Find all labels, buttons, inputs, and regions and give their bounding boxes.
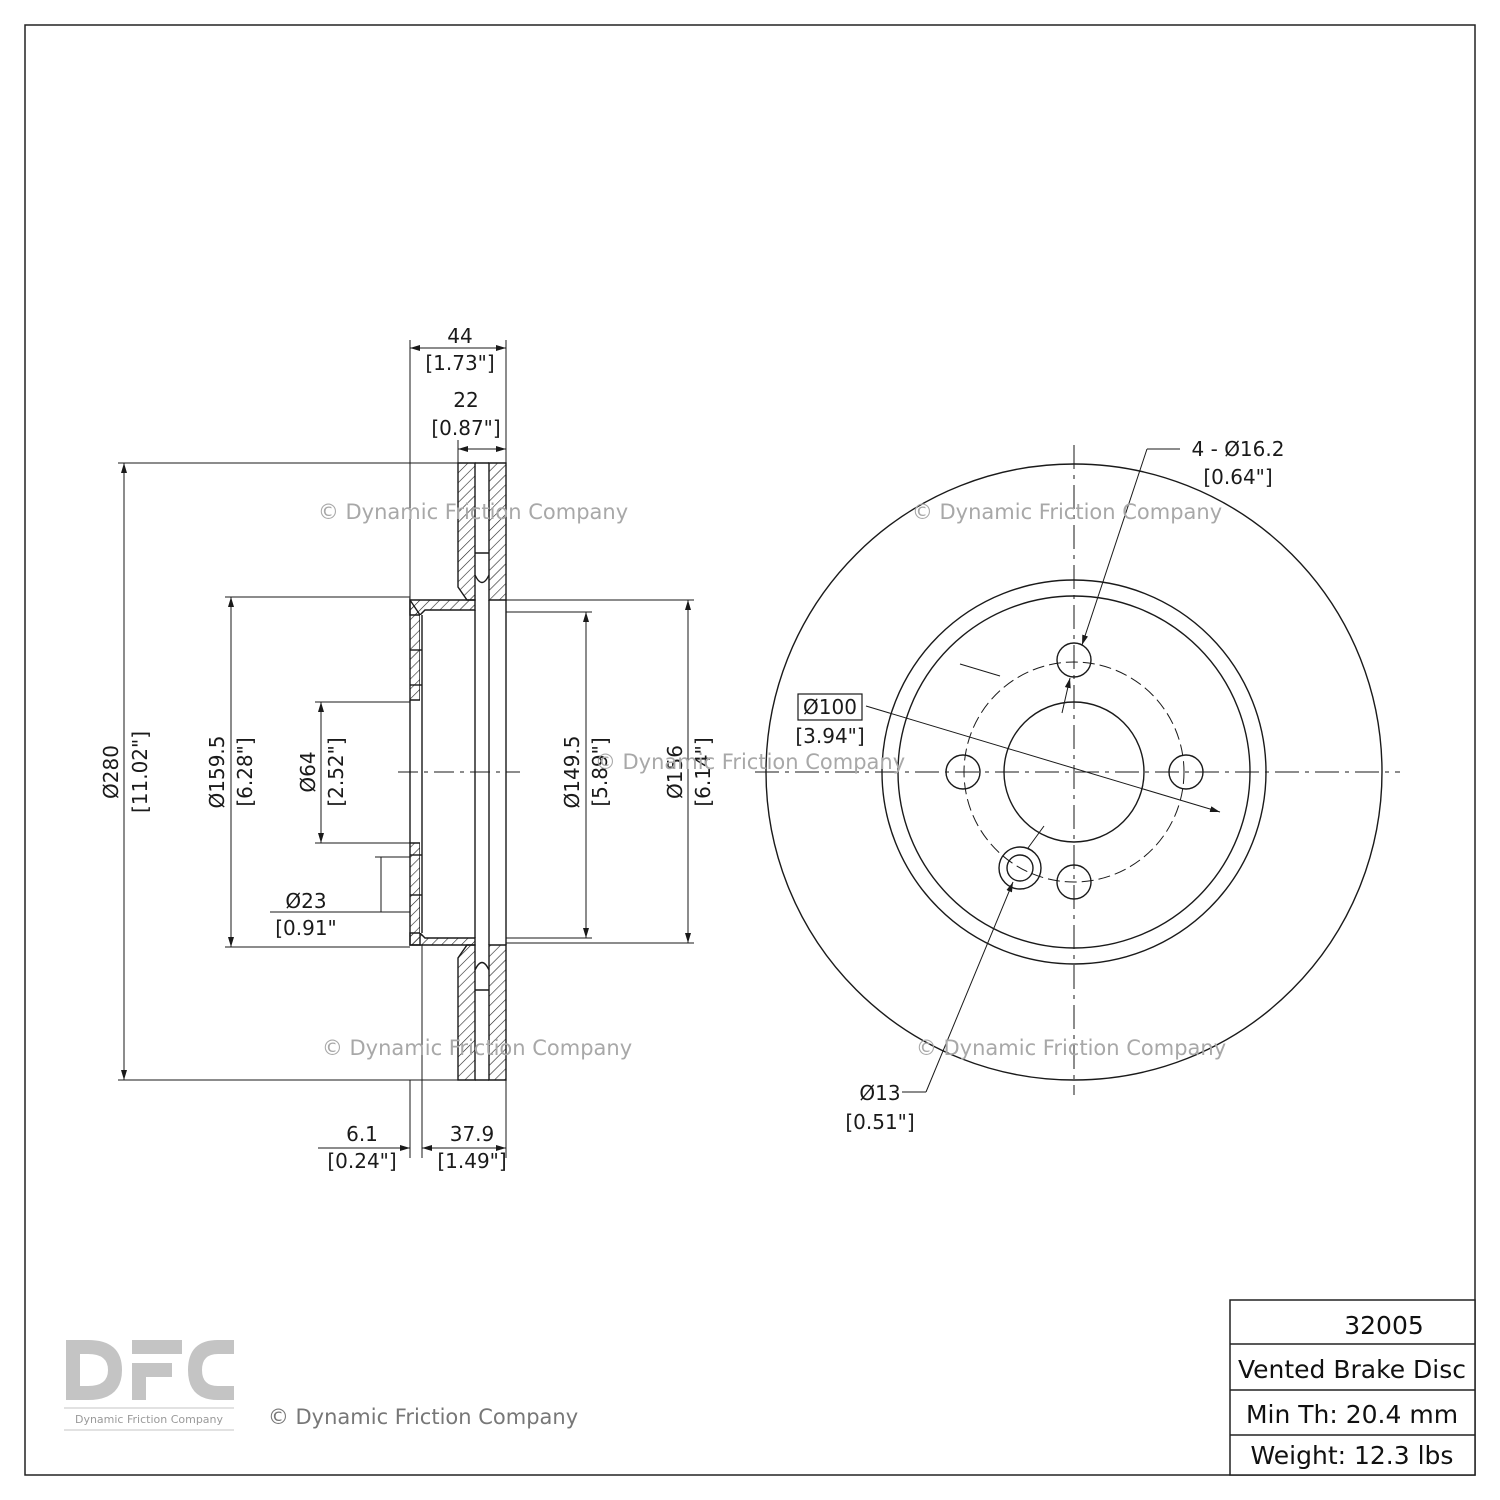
watermark-text: © Dynamic Friction Company [595,750,905,774]
dim-flange-thickness-in: [0.24"] [327,1149,396,1173]
dim-bolt-holes-mm: 4 - Ø16.2 [1192,437,1285,461]
dim-hat-height-mm: 37.9 [450,1122,495,1146]
dim-locator-hole-in: [0.51"] [845,1110,914,1134]
part-description: Vented Brake Disc [1238,1355,1466,1384]
part-number: 32005 [1344,1311,1424,1340]
side-dimension-labels: 44 [1.73"] 22 [0.87"] Ø280 [11.02"] Ø159… [99,324,715,1173]
locator-hole-outer [998,846,1042,890]
weight: Weight: 12.3 lbs [1251,1441,1454,1470]
hat-flange-bottom [409,842,421,946]
dim-hat-height-in: [1.49"] [437,1149,506,1173]
front-leaders [865,448,1221,1093]
dim-overall-width-mm: 44 [447,324,472,348]
watermark-text: © Dynamic Friction Company [916,1036,1226,1060]
side-dimension-lines [118,340,694,1158]
dim-bolt-circle-in: [3.94"] [795,724,864,748]
dim-pilot-mm: Ø23 [285,889,326,913]
side-section-view [409,462,507,1081]
hat-top-wall [409,599,476,616]
dim-rotor-thickness-in: [0.87"] [431,416,500,440]
logo-tagline: Dynamic Friction Company [75,1413,224,1426]
dim-hat-inner-diameter-mm: Ø149.5 [560,736,584,809]
drawing-border [24,24,1476,1476]
dim-hat-outer-diameter-mm: Ø159.5 [205,736,229,809]
watermark-text: © Dynamic Friction Company [322,1036,632,1060]
dim-flange-thickness-mm: 6.1 [346,1122,378,1146]
front-centerlines [755,445,1400,1095]
watermark-text: © Dynamic Friction Company [912,500,1222,524]
dim-outer-diameter-mm: Ø280 [99,745,123,799]
dim-outer-diameter-in: [11.02"] [128,731,152,813]
dim-overall-width-in: [1.73"] [425,351,494,375]
basic-dimension-box [797,693,863,721]
min-thickness: Min Th: 20.4 mm [1246,1400,1458,1429]
watermarks: © Dynamic Friction Company © Dynamic Fri… [268,500,1226,1429]
top-outer-plate [457,462,476,601]
dim-pilot-in: [0.91" [275,916,337,940]
watermark-text: © Dynamic Friction Company [268,1405,578,1429]
dim-center-bore-mm: Ø64 [296,751,320,792]
dfc-logo: Dynamic Friction Company [64,1340,234,1431]
top-inner-plate [488,462,507,601]
title-block: 32005 Vented Brake Disc Min Th: 20.4 mm … [1229,1299,1476,1476]
dim-locator-hole-mm: Ø13 [859,1081,900,1105]
locator-hole-inner [1006,854,1034,882]
dim-rotor-thickness-mm: 22 [453,388,478,412]
front-dimension-labels: 4 - Ø16.2 [0.64"] Ø100 [3.94"] Ø13 [0.51… [795,437,1284,1134]
dim-hat-inner-diameter-in: [5.89"] [588,737,612,806]
dim-inner-friction-diameter-in: [6.14"] [691,737,715,806]
dim-center-bore-in: [2.52"] [324,737,348,806]
dim-bolt-circle-mm: Ø100 [803,695,857,719]
dim-hat-outer-diameter-in: [6.28"] [233,737,257,806]
dim-bolt-holes-in: [0.64"] [1203,465,1272,489]
dim-inner-friction-diameter-mm: Ø156 [663,745,687,799]
watermark-text: © Dynamic Friction Company [318,500,628,524]
